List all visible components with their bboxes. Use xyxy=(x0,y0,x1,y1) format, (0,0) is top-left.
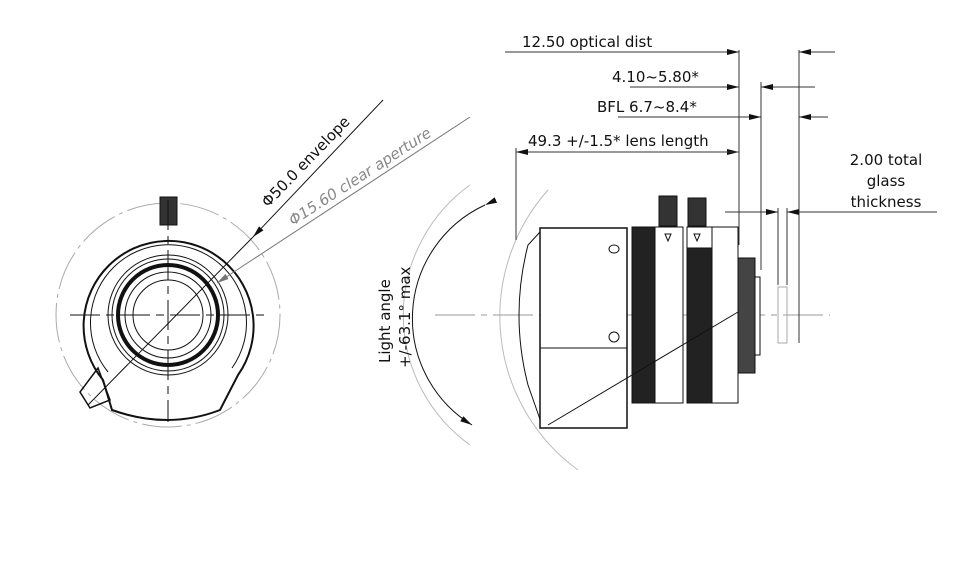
front-dome xyxy=(518,231,543,426)
iris-knob xyxy=(658,195,678,227)
focus-knob xyxy=(687,197,707,227)
glass-thickness-line1: 2.00 total xyxy=(850,151,922,169)
iris-lever xyxy=(79,366,111,409)
lens-body-outline xyxy=(82,239,255,421)
envelope-leader xyxy=(252,99,384,238)
aperture-leader xyxy=(216,116,471,284)
optical-dist-label: 12.50 optical dist xyxy=(522,33,652,51)
light-angle-line1: Light angle xyxy=(376,279,394,363)
front-view xyxy=(55,99,471,428)
lens-front-body xyxy=(539,227,628,429)
side-view xyxy=(518,195,788,429)
c-mount xyxy=(737,257,756,374)
light-angle-line2: +/-63.1° max xyxy=(396,266,414,368)
envelope-circle xyxy=(55,202,281,428)
iris-ring-knurled xyxy=(631,226,656,404)
clear-aperture-label: Φ15.60 clear aperture xyxy=(285,124,434,230)
glass-thickness-line3: thickness xyxy=(851,193,922,211)
sensor-glass xyxy=(777,286,788,344)
dimension-lines xyxy=(505,49,937,343)
focus-ring-knurled xyxy=(686,247,713,404)
lens-length-label: 49.3 +/-1.5* lens length xyxy=(528,132,709,150)
range-label: 4.10~5.80* xyxy=(612,68,699,86)
bfl-label: BFL 6.7~8.4* xyxy=(597,98,697,116)
glass-thickness-line2: glass xyxy=(867,172,906,190)
